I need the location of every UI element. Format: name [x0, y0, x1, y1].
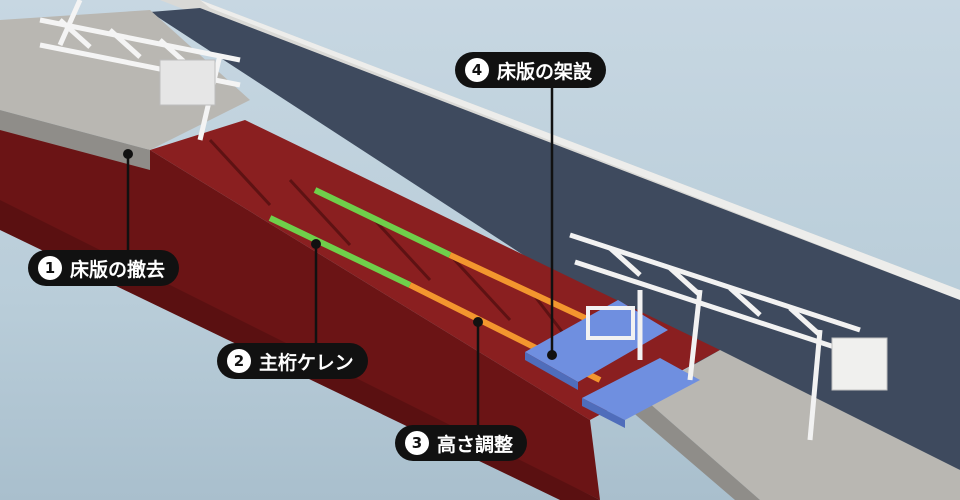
- removal-gantry-block: [159, 59, 216, 106]
- orange-marking-upper: [448, 252, 602, 328]
- leader-dot-3: [473, 317, 483, 327]
- existing-deck-edge: [0, 110, 150, 170]
- step-label-1: 1 床版の撤去: [28, 250, 180, 286]
- leader-dots: [123, 149, 557, 360]
- slab-hoist: [586, 306, 635, 340]
- leader-lines: [126, 88, 554, 425]
- leader-dot-2: [311, 239, 321, 249]
- leader-dot-1: [123, 149, 133, 159]
- step-text-2: 主桁ケレン: [259, 351, 354, 374]
- parapet-face: [200, 0, 960, 300]
- right-deck-edge: [630, 395, 760, 500]
- step-number-4: 4: [465, 58, 489, 82]
- new-slab-1-edge: [525, 352, 578, 390]
- installation-gantry-cab: [831, 337, 888, 391]
- leader-dot-4: [547, 350, 557, 360]
- road-surface: [150, 8, 960, 470]
- installation-gantry: [569, 232, 866, 441]
- step-label-2: 2 主桁ケレン: [217, 343, 368, 379]
- step-number-3: 3: [405, 431, 429, 455]
- new-slab-2: [582, 358, 700, 420]
- step-text-4: 床版の架設: [497, 60, 593, 83]
- step-number-2: 2: [227, 349, 251, 373]
- green-marking-lower: [268, 215, 412, 288]
- step-text-3: 高さ調整: [437, 433, 514, 456]
- step-label-4: 4 床版の架設: [455, 52, 607, 88]
- right-deck-top: [640, 350, 960, 500]
- girder-side: [0, 120, 600, 500]
- step-label-3: 3 高さ調整: [395, 425, 528, 461]
- green-marking-upper: [313, 187, 452, 258]
- step-text-1: 床版の撤去: [70, 258, 166, 281]
- new-slab-2-edge: [582, 398, 625, 428]
- step-number-1: 1: [38, 256, 62, 280]
